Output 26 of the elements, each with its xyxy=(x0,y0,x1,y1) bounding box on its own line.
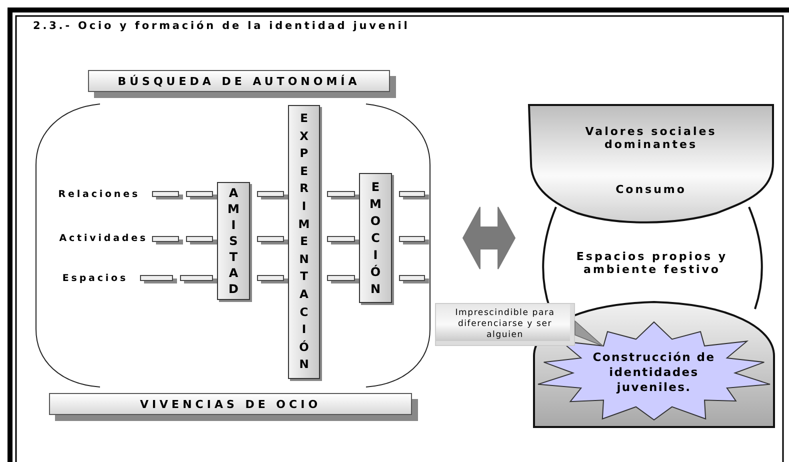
row-label: Espacios xyxy=(50,271,128,285)
vertical-bar: EMOCIÓN xyxy=(359,173,392,303)
row-label: Actividades xyxy=(50,231,148,245)
bar-connector xyxy=(327,236,359,244)
bar-connector xyxy=(152,191,217,200)
bar-connector xyxy=(327,191,359,200)
bar-connector xyxy=(257,236,288,244)
bar-connector xyxy=(399,236,429,244)
bar-connector xyxy=(327,275,359,284)
shape-text: Consumo xyxy=(614,183,688,196)
bar-connector xyxy=(257,191,288,200)
callout-pointer xyxy=(574,320,604,346)
shape-text: Espacios propios y ambiente festivo xyxy=(575,250,729,276)
bar-connector xyxy=(399,191,429,200)
bar-connector xyxy=(257,275,288,284)
page-title: 2.3.- Ocio y formación de la identidad juvenil xyxy=(33,20,410,32)
vertical-bar: EXPERIMENTACIÓN xyxy=(288,105,320,379)
starburst-text: Construcción de identidades juveniles. xyxy=(592,350,716,395)
bar-connector xyxy=(152,236,217,244)
callout-box: Imprescindible para diferenciarse y ser alguien xyxy=(435,303,575,346)
double-arrow xyxy=(462,206,516,270)
bar-connector xyxy=(399,275,429,284)
vertical-bar: AMISTAD xyxy=(217,182,250,300)
shape-text: Valores sociales dominantes xyxy=(584,125,718,151)
bar-connector xyxy=(140,275,217,284)
row-label: Relaciones xyxy=(43,187,140,201)
